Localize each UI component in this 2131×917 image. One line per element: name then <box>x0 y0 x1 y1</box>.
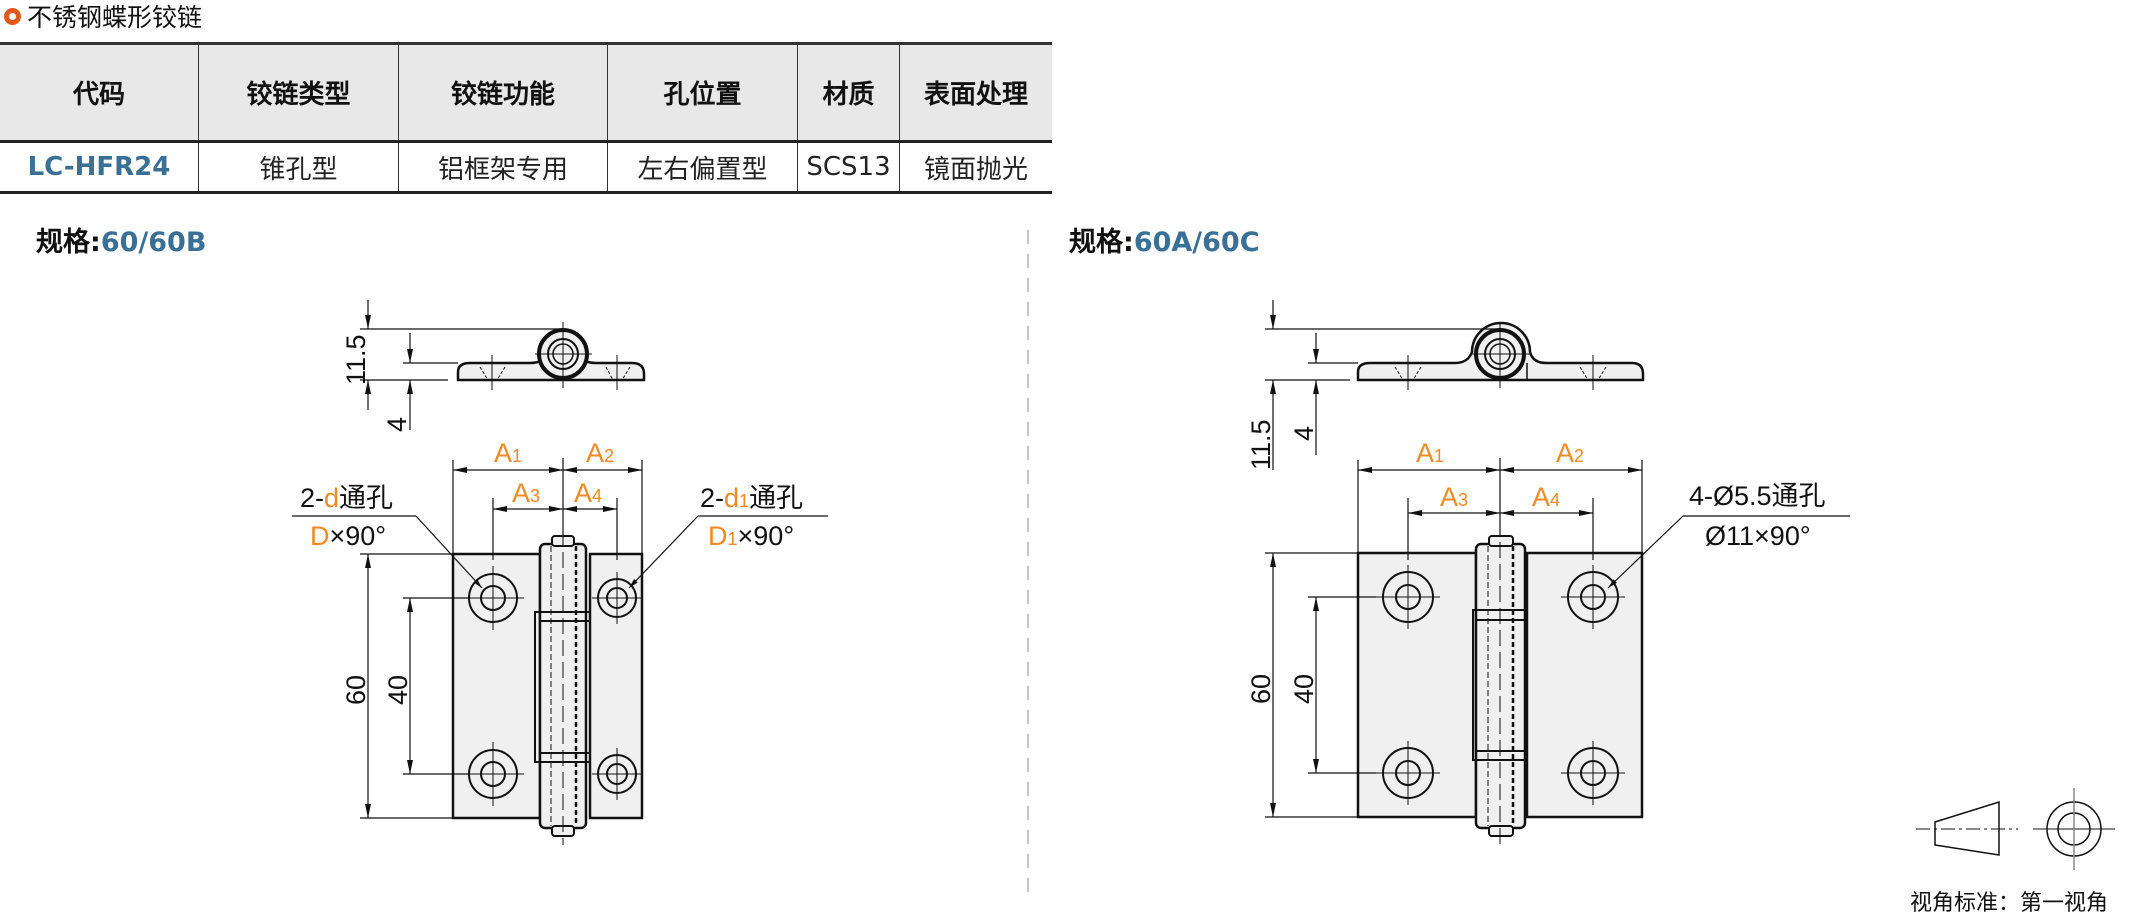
dim-label-a4: A4 <box>1532 482 1560 512</box>
dim-height-total: 11.5 <box>1246 419 1276 470</box>
dim-label-a4: A4 <box>574 478 602 508</box>
cell-surface-treatment: 镜面抛光 <box>899 141 1052 194</box>
table-row: LC-HFR24 锥孔型 铝框架专用 左右偏置型 SCS13 镜面抛光 <box>0 141 1052 194</box>
section-title-text: 不锈钢蝶形铰链 <box>27 3 203 32</box>
dim-label-a3: A3 <box>1440 482 1468 512</box>
cell-material: SCS13 <box>797 141 900 194</box>
dim-label-a1: A1 <box>1416 438 1444 468</box>
table-header-row: 代码 铰链类型 铰链功能 孔位置 材质 表面处理 <box>0 42 1052 143</box>
callout-right-line2: D1×90° <box>708 521 794 551</box>
right-front-view <box>1265 458 1850 845</box>
spec-label-prefix: 规格: <box>36 227 101 258</box>
spec-label-left: 规格:60/60B <box>36 220 206 259</box>
header-hole-position: 孔位置 <box>607 42 798 143</box>
spec-label-value: 60/60B <box>100 227 207 258</box>
callout-left-line2: D×90° <box>310 521 386 551</box>
cell-code[interactable]: LC-HFR24 <box>0 141 199 194</box>
cell-hinge-type: 锥孔型 <box>198 141 399 194</box>
callout-left-line1: 2-d通孔 <box>300 483 393 513</box>
spec-label-prefix: 规格: <box>1069 227 1134 258</box>
callout-line1: 4-Ø5.5通孔 <box>1689 481 1826 511</box>
header-material: 材质 <box>797 42 900 143</box>
callout-right-line1: 2-d1通孔 <box>700 483 803 513</box>
cell-hinge-function: 铝框架专用 <box>398 141 608 194</box>
right-side-view <box>1265 300 1645 470</box>
header-hinge-function: 铰链功能 <box>398 42 608 143</box>
dim-plate-thickness: 4 <box>382 417 412 432</box>
dim-height-total: 11.5 <box>341 334 371 385</box>
projection-label: 视角标准：第一视角 <box>1910 891 2108 916</box>
spec-label-right: 规格:60A/60C <box>1069 220 1260 259</box>
section-title: 不锈钢蝶形铰链 <box>4 1 203 32</box>
left-front-view <box>292 458 828 845</box>
spec-table: 代码 铰链类型 铰链功能 孔位置 材质 表面处理 LC-HFR24 锥孔型 铝框… <box>0 42 1052 194</box>
circle-ring-icon <box>4 7 21 25</box>
spec-label-value: 60A/60C <box>1133 227 1260 258</box>
cell-hole-position: 左右偏置型 <box>607 141 798 194</box>
left-side-view <box>360 300 646 430</box>
header-surface-treatment: 表面处理 <box>899 42 1052 143</box>
first-angle-projection-icon <box>1916 788 2115 870</box>
callout-line2: Ø11×90° <box>1705 521 1811 551</box>
dim-length: 60 <box>341 675 371 705</box>
dim-label-a2: A2 <box>1556 438 1584 468</box>
header-code: 代码 <box>0 42 199 143</box>
dim-label-a2: A2 <box>586 438 614 468</box>
header-hinge-type: 铰链类型 <box>198 42 399 143</box>
dim-hole-pitch: 40 <box>1289 674 1319 704</box>
dim-length: 60 <box>1246 674 1276 704</box>
dim-hole-pitch: 40 <box>383 675 413 705</box>
dim-label-a1: A1 <box>494 438 522 468</box>
dim-plate-thickness: 4 <box>1289 426 1319 441</box>
dim-label-a3: A3 <box>512 478 540 508</box>
